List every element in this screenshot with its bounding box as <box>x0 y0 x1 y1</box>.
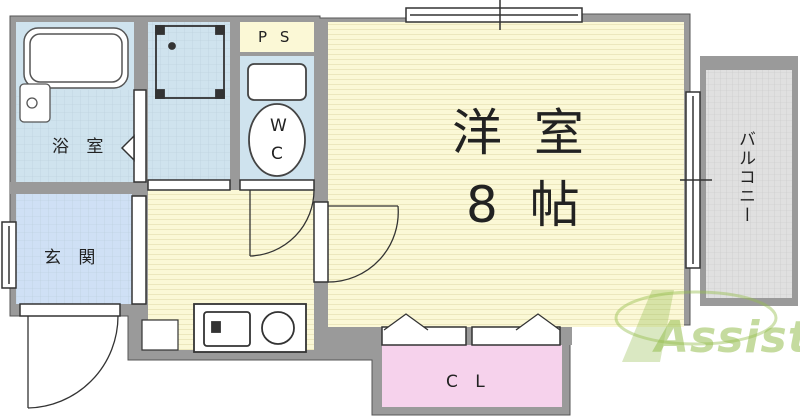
wc-label-c: C <box>271 144 289 164</box>
bathtub <box>23 27 129 89</box>
room-size-label: 8 帖 <box>466 176 588 234</box>
logo-text: Assist <box>655 312 800 363</box>
entrance-label: 玄 関 <box>44 248 102 268</box>
washer-pan <box>155 25 225 99</box>
entrance-grid <box>16 194 132 304</box>
doors <box>19 89 561 346</box>
ps-label: P S <box>258 28 294 46</box>
balcony-label: バルコニー <box>735 130 755 225</box>
room-stripes <box>328 22 684 327</box>
washroom-grid <box>148 22 230 182</box>
closet-label: C L <box>446 372 491 392</box>
windows <box>1 0 712 289</box>
toilet <box>247 63 307 177</box>
ps-floor <box>240 22 314 52</box>
western-room-label: 洋 室 <box>452 104 592 162</box>
balcony <box>700 56 798 306</box>
door-swings <box>27 189 561 409</box>
bath-label: 浴 室 <box>52 137 110 157</box>
closet-floor <box>382 345 562 407</box>
wc-label-w: W <box>270 116 293 136</box>
bath-sink <box>19 83 51 123</box>
kitchen-counter <box>141 303 307 353</box>
assist-logo <box>614 290 778 362</box>
